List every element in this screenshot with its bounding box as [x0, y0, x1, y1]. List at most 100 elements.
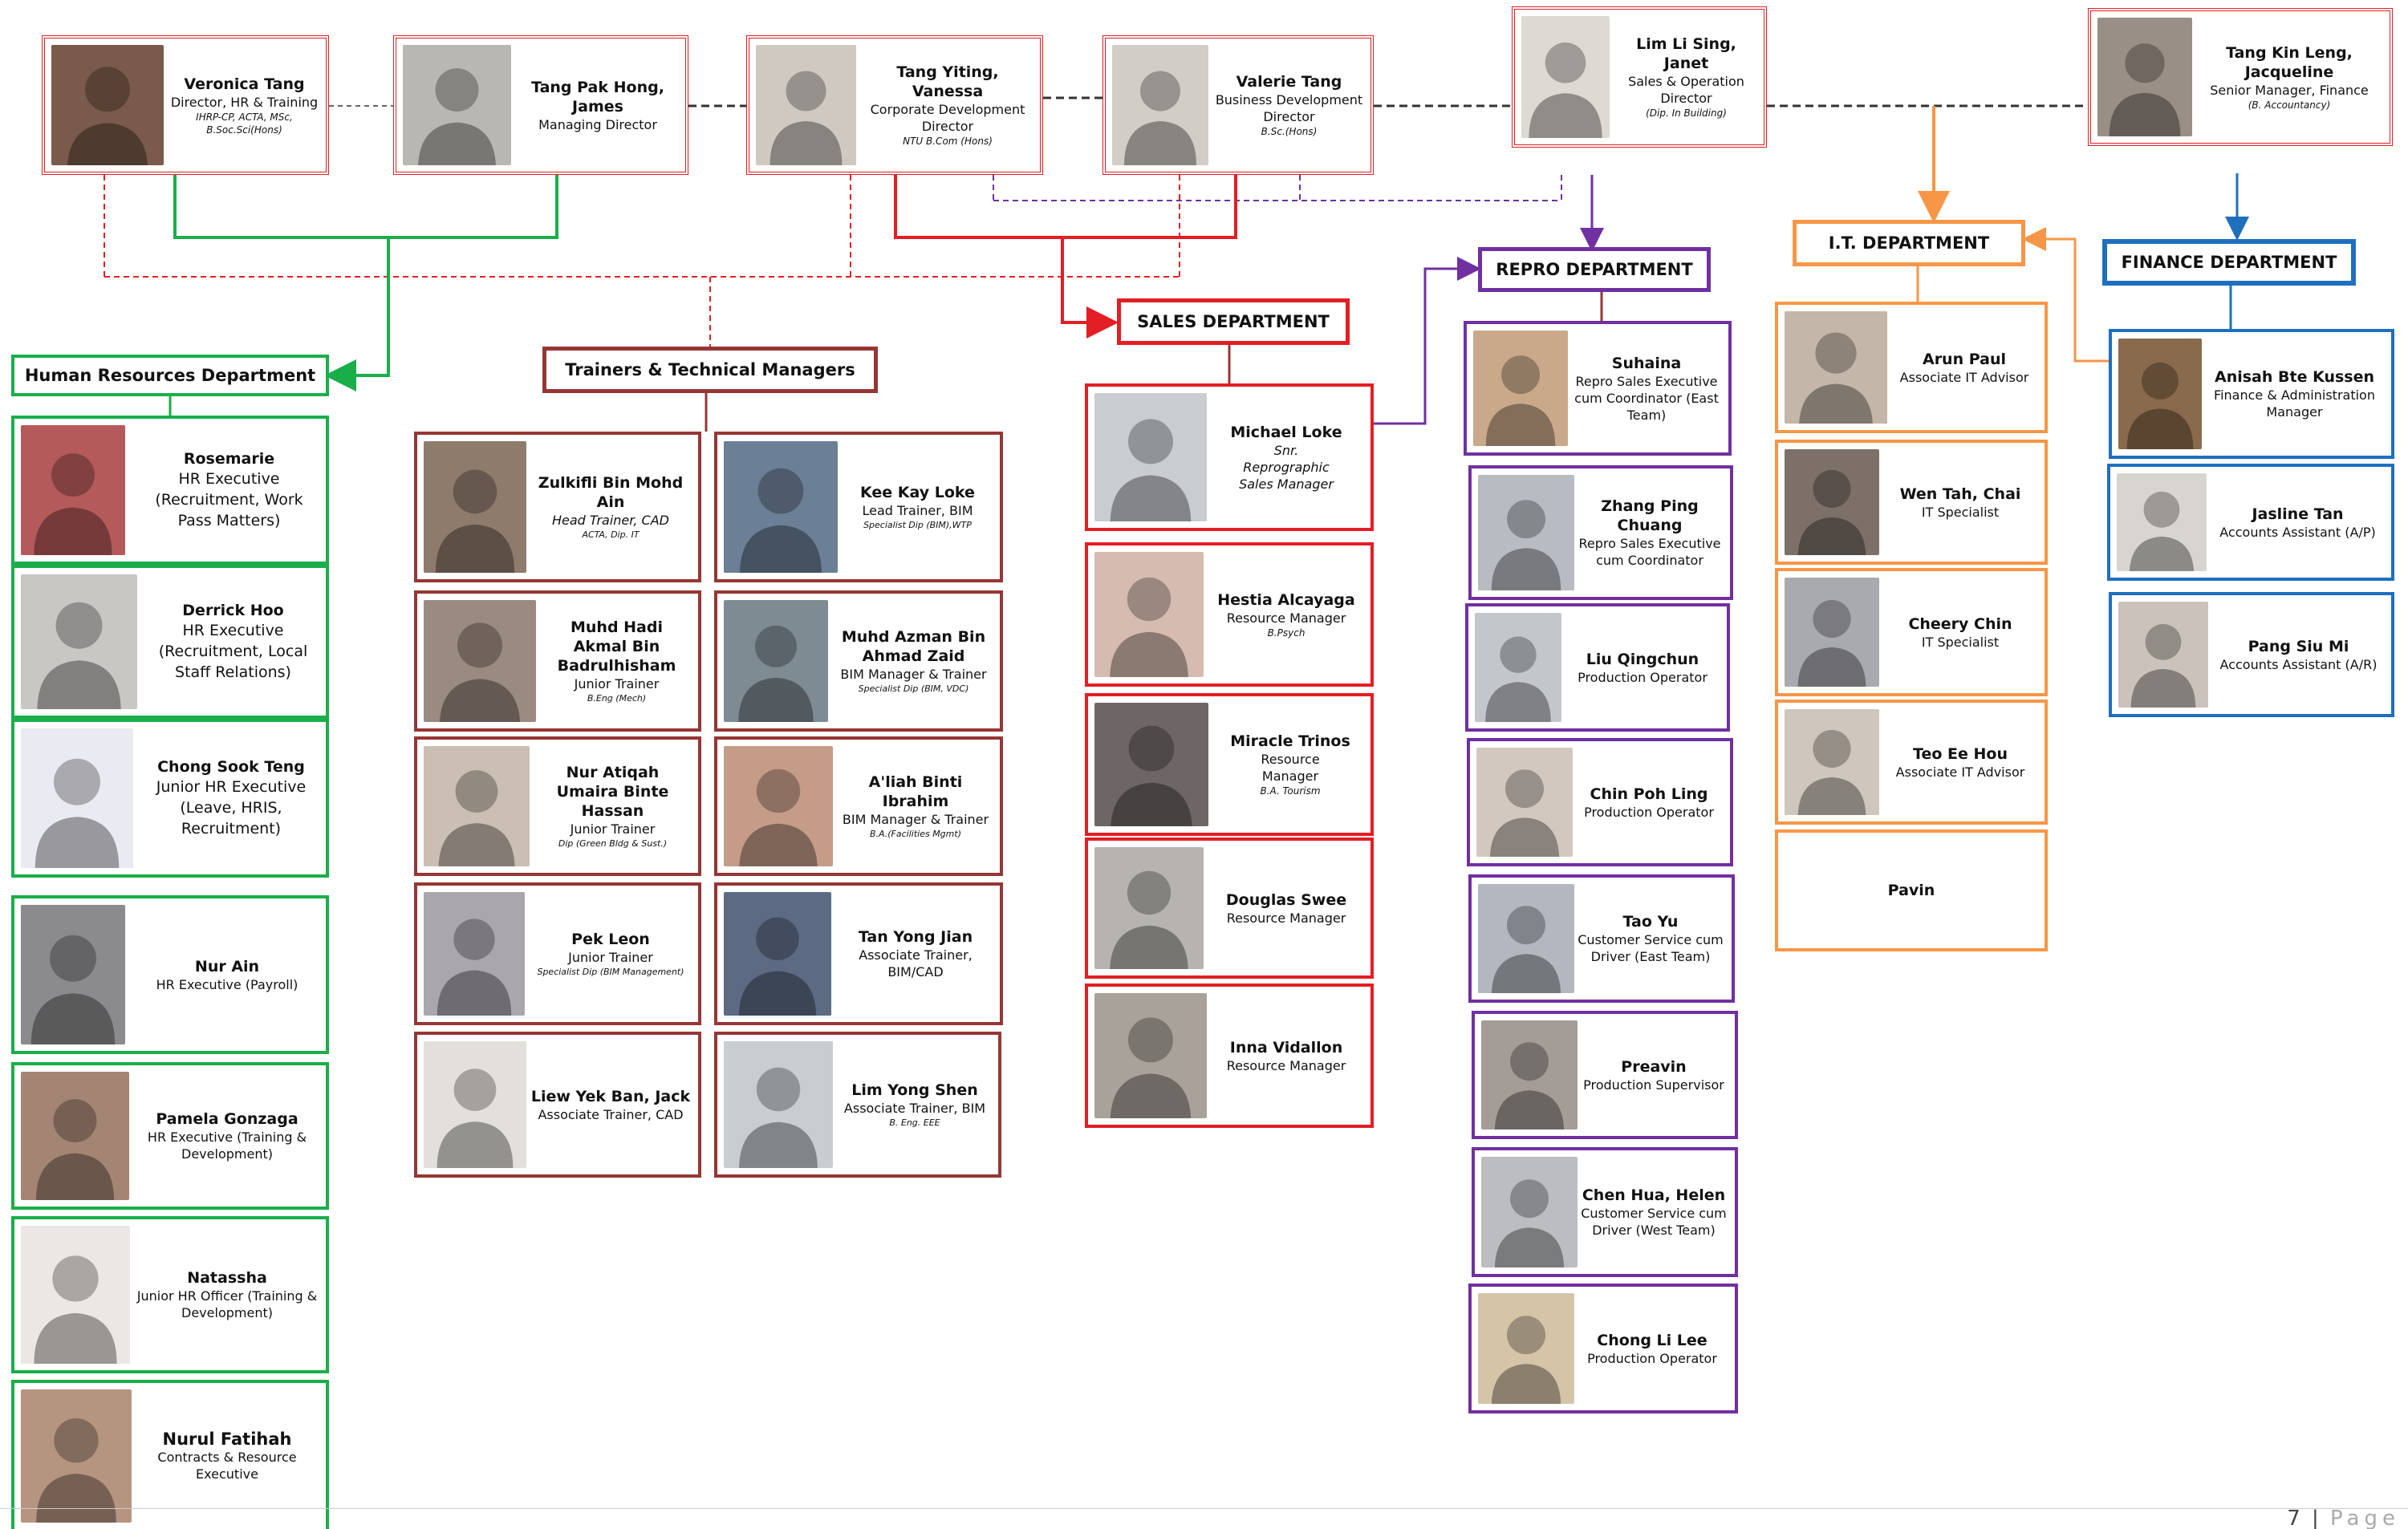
person-role: HR Executive (Recruitment, Local Staff R…	[158, 622, 308, 681]
person-role: Corporate Development Director	[870, 102, 1025, 134]
person-silhouette-icon	[770, 71, 843, 165]
portrait-photo	[2097, 18, 2192, 136]
person-silhouette-icon	[37, 602, 121, 709]
staff-card: Chong Li Lee Production Operator	[1468, 1284, 1738, 1413]
person-silhouette-icon	[1797, 729, 1866, 815]
person-role: Finance & Administration Manager	[2214, 387, 2375, 420]
person-name: Tang Yiting, Vanessa	[896, 63, 999, 100]
portrait-photo	[1521, 16, 1610, 138]
person-role: Associate IT Advisor	[1895, 764, 2025, 780]
person-name: Anisah Bte Kussen	[2214, 368, 2375, 386]
staff-card: Chen Hua, Helen Customer Service cum Dri…	[1472, 1147, 1738, 1277]
person-role: Senior Manager, Finance	[2210, 82, 2369, 98]
staff-card: Teo Ee Hou Associate IT Advisor	[1775, 700, 2048, 825]
person-role: Managing Director	[538, 116, 657, 132]
staff-card: Muhd Azman Bin Ahmad Zaid BIM Manager & …	[714, 590, 1003, 732]
person-silhouette-icon	[1494, 1042, 1565, 1130]
portrait-photo	[1473, 331, 1568, 446]
person-silhouette-icon	[2130, 623, 2196, 708]
staff-card: A'liah Binti Ibrahim BIM Manager & Train…	[714, 736, 1003, 876]
staff-card: Chong Sook Teng Junior HR Executive (Lea…	[11, 719, 329, 878]
staff-card: Hestia Alcayaga Resource Manager B.Psych	[1085, 542, 1374, 687]
person-silhouette-icon	[740, 468, 822, 573]
person-name: Jasline Tan	[2252, 505, 2344, 523]
staff-card: Wen Tah, Chai IT Specialist	[1775, 440, 2048, 565]
person-name: Pek Leon	[571, 930, 650, 948]
person-name: Lim Yong Shen	[851, 1081, 978, 1099]
person-role: Production Operator	[1587, 1350, 1717, 1366]
portrait-photo	[1094, 552, 1204, 677]
dept-header-sales: SALES DEPARTMENT	[1117, 298, 1350, 345]
person-name: Muhd Azman Bin Ahmad Zaid	[841, 627, 986, 665]
person-qualification: IHRP-CP, ACTA, MSc, B.Soc.Sci(Hons)	[196, 111, 293, 136]
person-silhouette-icon	[1529, 42, 1602, 138]
portrait-photo	[1478, 475, 1574, 590]
staff-card: Suhaina Repro Sales Executive cum Coordi…	[1464, 321, 1732, 456]
person-silhouette-icon	[437, 919, 512, 1016]
person-role: Repro Sales Executive cum Coordinator	[1578, 536, 1721, 568]
portrait-photo	[1481, 1157, 1578, 1267]
person-role: Contracts & Resource Executive	[157, 1450, 297, 1482]
person-name: Wen Tah, Chai	[1899, 485, 2021, 503]
portrait-photo	[1478, 1293, 1574, 1404]
person-name: Valerie Tang	[1236, 73, 1342, 91]
staff-card: Pavin	[1775, 829, 2048, 951]
footer-separator: |	[2312, 1507, 2321, 1529]
portrait-photo	[1785, 311, 1887, 424]
person-silhouette-icon	[35, 758, 120, 868]
staff-card: Zhang Ping Chuang Repro Sales Executive …	[1468, 465, 1733, 600]
person-silhouette-icon	[1110, 1017, 1192, 1118]
staff-card: Douglas Swee Resource Manager	[1085, 838, 1374, 979]
person-silhouette-icon	[418, 68, 496, 165]
person-role: IT Specialist	[1921, 504, 2000, 520]
person-name: Kee Kay Loke	[860, 483, 975, 501]
person-silhouette-icon	[435, 469, 515, 573]
person-role: HR Executive (Payroll)	[156, 976, 298, 992]
person-role: BIM Manager & Trainer	[842, 811, 989, 827]
dept-header-hr: Human Resources Department	[11, 355, 329, 396]
person-silhouette-icon	[1124, 71, 1196, 165]
portrait-photo	[2117, 473, 2207, 571]
person-name: Suhaina	[1611, 354, 1682, 372]
portrait-photo	[1481, 1020, 1578, 1130]
person-name: Chin Poh Ling	[1590, 785, 1708, 803]
person-silhouette-icon	[1489, 769, 1560, 857]
person-name: Arun Paul	[1922, 350, 2007, 368]
person-silhouette-icon	[438, 770, 515, 866]
person-role: Associate Trainer, BIM	[843, 1100, 986, 1116]
portrait-photo	[1478, 884, 1574, 993]
staff-card: Jasline Tan Accounts Assistant (A/P)	[2107, 464, 2394, 581]
person-name: Chong Li Lee	[1597, 1331, 1708, 1349]
person-name: Natassha	[187, 1269, 267, 1287]
portrait-photo	[724, 441, 838, 573]
staff-card: Rosemarie HR Executive (Recruitment, Wor…	[11, 416, 329, 565]
person-name: Lim Li Sing, Janet	[1636, 35, 1736, 72]
person-role: HR Executive (Recruitment, Work Pass Mat…	[155, 470, 303, 529]
person-silhouette-icon	[1491, 500, 1561, 590]
person-name: Pang Siu Mi	[2248, 637, 2349, 655]
person-role: Lead Trainer, BIM	[862, 502, 973, 518]
person-silhouette-icon	[738, 917, 817, 1016]
staff-card: Zulkifli Bin Mohd Ain Head Trainer, CAD …	[414, 432, 701, 582]
dept-header-it: I.T. DEPARTMENT	[1793, 220, 2025, 266]
person-role: Junior Trainer	[570, 821, 656, 837]
portrait-photo	[1785, 449, 1879, 555]
person-name: Pamela Gonzaga	[156, 1110, 298, 1128]
person-name: Miracle Trinos	[1230, 732, 1350, 750]
person-qualification: Dip (Green Bldg & Sust.)	[558, 838, 668, 849]
portrait-photo	[724, 600, 828, 722]
staff-card: Nur Atiqah Umaira Binte Hassan Junior Tr…	[414, 736, 701, 876]
person-silhouette-icon	[2109, 43, 2181, 136]
dept-header-repro: REPRO DEPARTMENT	[1478, 247, 1711, 292]
portrait-photo	[1094, 847, 1204, 969]
staff-card: Liu Qingchun Production Operator	[1465, 603, 1730, 732]
person-silhouette-icon	[36, 1417, 116, 1523]
staff-card: Miracle Trinos Resource Manager B.A. Tou…	[1085, 693, 1374, 836]
staff-card: Lim Yong Shen Associate Trainer, BIM B. …	[714, 1032, 1001, 1178]
portrait-photo	[51, 45, 164, 165]
person-name: Zhang Ping Chuang	[1601, 497, 1699, 534]
portrait-photo	[424, 746, 530, 866]
person-role: Resource Manager	[1261, 752, 1320, 784]
person-name: Pavin	[1887, 882, 1935, 899]
